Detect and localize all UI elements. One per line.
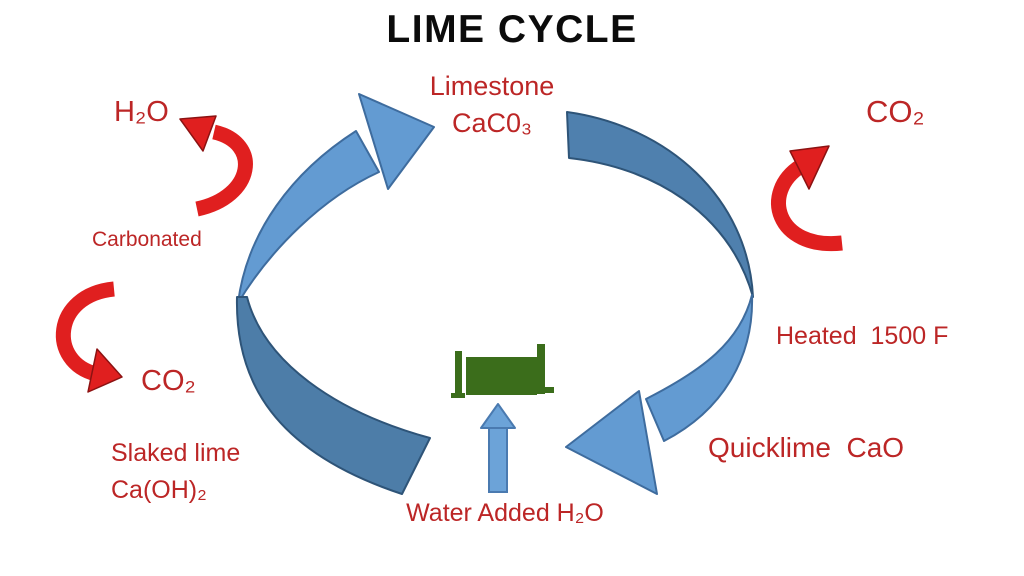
slaked-lime-formula: Ca(OH)₂ bbox=[111, 476, 207, 504]
limestone-label: Limestone bbox=[429, 71, 555, 101]
co2-release-arrow-icon bbox=[771, 145, 843, 252]
slaked-lime-label: Slaked lime bbox=[111, 439, 241, 467]
page-title: LIME CYCLE bbox=[386, 8, 638, 51]
co2-absorbed-label: CO₂ bbox=[141, 365, 196, 397]
cycle-arrow-up-left-icon bbox=[237, 93, 435, 304]
water-up-arrow-icon bbox=[480, 403, 516, 493]
co2-released-label: CO₂ bbox=[866, 94, 925, 129]
cycle-arc-upper-right-icon bbox=[566, 111, 754, 298]
h2o-released-label: H₂O bbox=[114, 96, 169, 128]
h2o-release-arrow-icon bbox=[179, 115, 253, 217]
carbonated-label: Carbonated bbox=[92, 228, 202, 251]
heated-label: Heated 1500 F bbox=[776, 322, 949, 350]
center-green-graphic bbox=[451, 344, 554, 398]
water-added-label: Water Added H₂O bbox=[406, 499, 604, 527]
quicklime-label: Quicklime CaO bbox=[708, 432, 905, 463]
co2-absorb-arrow-icon bbox=[55, 281, 123, 393]
cycle-arc-lower-left-icon bbox=[235, 296, 431, 495]
cycle-arrow-down-right-icon bbox=[565, 294, 754, 495]
limestone-formula: CaC0₃ bbox=[451, 108, 533, 138]
